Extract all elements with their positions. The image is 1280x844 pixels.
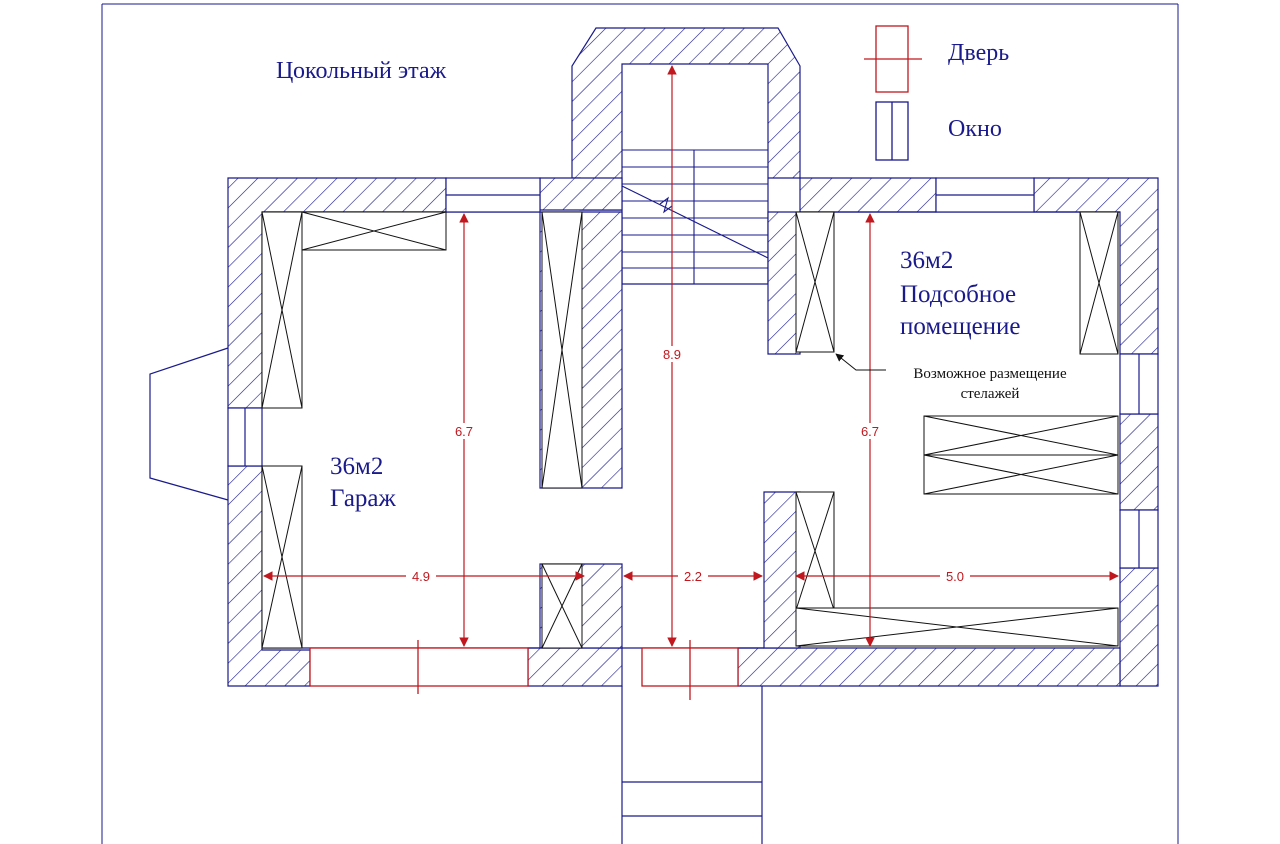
window-right-upper	[1119, 353, 1159, 415]
dim-garage-height: 6.7	[455, 424, 473, 439]
shelf-utility-bottom	[795, 607, 1119, 647]
windows	[227, 177, 1159, 569]
door-legend-label: Дверь	[948, 40, 1009, 66]
legend: Дверь Окно	[864, 25, 1009, 161]
shelf-utility-middle	[923, 415, 1119, 495]
shelf-partition-long	[541, 211, 583, 489]
shelf-utility-right	[1079, 211, 1119, 355]
dimension-labels: 6.7 8.9 6.7 4.9 2.2 5.0	[406, 346, 970, 584]
garage-area: 36м2	[330, 453, 383, 480]
dim-utility-height: 6.7	[861, 424, 879, 439]
walls	[227, 27, 1159, 687]
dim-utility-width: 5.0	[946, 569, 964, 584]
annotation-line1: Возможное размещение	[913, 366, 1067, 382]
door-legend-icon	[864, 25, 922, 93]
doors	[309, 640, 739, 700]
annotation-line2: стелажей	[961, 386, 1020, 402]
shelves	[261, 211, 1119, 649]
dim-hall-width: 2.2	[684, 569, 702, 584]
window-legend-label: Окно	[948, 116, 1002, 142]
shelf-garage-left-lower	[261, 465, 303, 649]
sheet-frame	[101, 3, 1179, 844]
window-top-left	[445, 177, 541, 213]
shelf-garage-top	[301, 211, 447, 251]
staircase	[621, 149, 769, 284]
bay-window-outline	[149, 347, 229, 501]
entrance-door	[641, 640, 739, 700]
window-right-lower	[1119, 509, 1159, 569]
window-legend-icon	[875, 101, 909, 161]
page-title: Цокольный этаж	[276, 58, 447, 84]
garage-name: Гараж	[330, 485, 397, 512]
dim-stair-length: 8.9	[663, 347, 681, 362]
utility-area: 36м2	[900, 247, 953, 274]
annotation-leader	[835, 353, 886, 371]
shelf-utility-left	[795, 211, 835, 353]
garage-gate	[309, 640, 529, 694]
window-top-right	[935, 177, 1035, 213]
utility-name-line1: Подсобное	[900, 281, 1016, 308]
utility-name-line2: помещение	[900, 313, 1021, 340]
entrance-steps	[621, 686, 763, 844]
dimension-lines	[263, 65, 1119, 647]
shelf-utility-lower-left	[795, 491, 835, 611]
window-left	[227, 407, 263, 467]
dim-garage-width: 4.9	[412, 569, 430, 584]
shelf-garage-left-upper	[261, 211, 303, 409]
